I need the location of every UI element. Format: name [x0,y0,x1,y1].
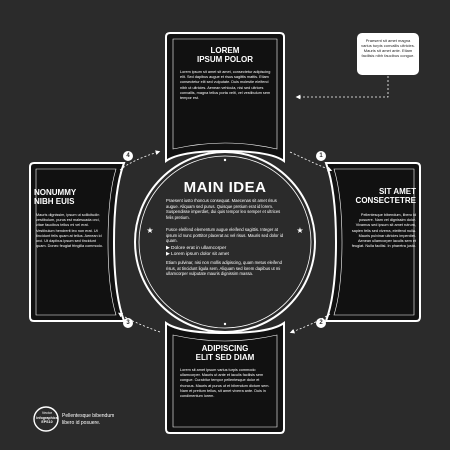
center-bullet-2: ▶ Lorem ipsum dolor sit amet [166,252,229,258]
bullet-text: Lorem ipsum dolor sit amet [171,252,229,257]
bottom-dot [223,322,227,326]
bottom-card-title-line1: ADIPISCING [201,344,249,353]
center-paragraph-3: Etiam pulvinar, nisi non mollis adipisci… [166,260,282,277]
connector-top-right [289,151,333,172]
tagline-line2: libero id posuere. [62,419,101,426]
right-card-title-line1: SIT AMET [378,187,416,196]
left-card-body: Mauris dignissim, ipsum ut sollicitudin … [36,213,103,249]
callout-box [357,33,419,75]
footer-logo: Vector Infographics EPS10 [36,411,58,425]
star-right-icon: ★ [296,226,303,235]
step-badge-3: 3 [123,318,133,328]
right-card-body: Pellentesque bibendum, libero id posuere… [351,213,416,249]
bullet-text: Dolore erat in ullamcorper [171,246,227,251]
center-paragraph-1: Praesent iusto rhoncus consequat. Maecen… [166,198,281,220]
bottom-card-title: ADIPISCING ELIT SED DIAM [175,344,275,362]
right-card-title-line2: CONSECTETRE [355,196,416,205]
play-icon: ▶ [166,246,172,251]
center-bullet-1: ▶ Dolore erat in ullamcorper [166,246,226,252]
central-ring-inner [138,155,312,329]
main-title: MAIN IDEA [183,179,267,196]
step-badge-1: 1 [316,151,326,161]
logo-line3: EPS10 [41,420,53,425]
top-card-title-line2: IPSUM POLOR [196,55,253,64]
bottom-card-title-line2: ELIT SED DIAM [195,353,255,362]
top-card-title: LOREM IPSUM POLOR [175,46,275,64]
callout-text: Praesent sit amet magna varius turpis co… [361,38,415,58]
star-left-icon: ★ [146,226,153,235]
right-card-title: SIT AMET CONSECTETRE [340,187,416,205]
left-card-title-line1: NONUMMY [34,188,77,197]
step-badge-2: 2 [316,318,326,328]
connector-bottom-left [118,312,161,333]
top-card-title-line1: LOREM [210,46,240,55]
right-card-shape [324,162,421,322]
left-card-shape [29,162,126,322]
bottom-card-body: Lorem sit amet ipsum varius turpis commo… [180,368,270,399]
connector-right-bottom [289,313,331,334]
bottom-card-shape [165,321,285,434]
center-paragraph-2: Fusce eleifend elementum augue eleifend … [166,227,284,244]
tagline-line1: Pellentesque bibendum [62,413,115,419]
logo-line2: Infographics [36,415,58,420]
top-card-shape [165,32,285,163]
step-badge-4: 4 [123,151,133,161]
left-card-title: NONUMMY NIBH EUIS [34,188,110,206]
left-card-title-line2: NIBH EUIS [34,197,75,206]
play-icon: ▶ [166,252,172,257]
footer-tagline: Pellentesque bibendum libero id posuere. [62,413,152,426]
top-dot [223,158,227,162]
top-card-body: Lorem ipsum sit amet sit amet, consectet… [180,70,271,101]
logo-line1: Vector [41,411,53,415]
callout-connector [295,76,389,100]
logo-ring [33,406,59,432]
